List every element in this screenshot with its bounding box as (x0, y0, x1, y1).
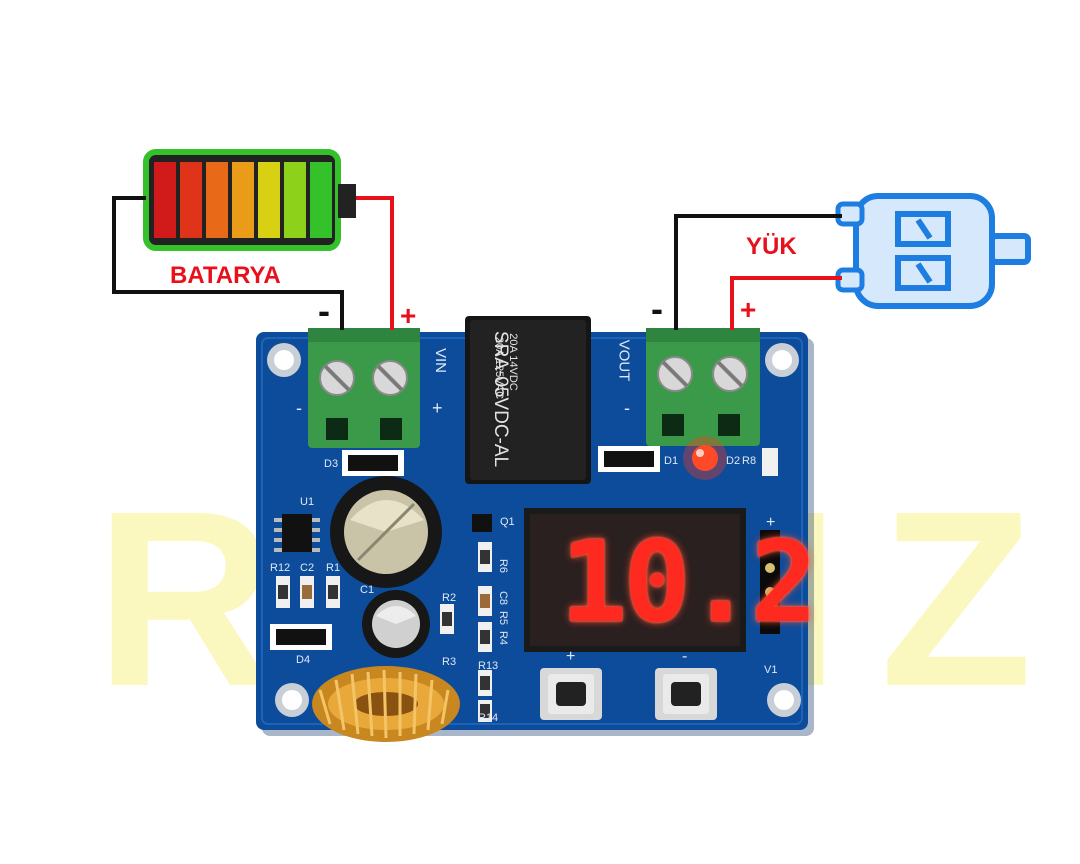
mounting-hole (765, 343, 799, 377)
load-plus-sign: + (740, 294, 757, 325)
display-value: 10.2 (560, 518, 818, 648)
input-terminal-block (308, 328, 420, 448)
silk-d2: D2 (726, 455, 741, 467)
battery-label: BATARYA (170, 262, 281, 289)
silk-u1: U1 (300, 496, 315, 508)
silk-c8: C8 (497, 590, 510, 606)
silk-r14: R14 (478, 712, 499, 724)
output-terminal-block (646, 328, 760, 446)
silk-minus-in: - (296, 398, 302, 418)
motor-icon (835, 193, 1031, 309)
silk-q1: Q1 (500, 516, 515, 528)
silk-r5: R5 (497, 610, 510, 626)
electrolytic-capacitor-large (330, 476, 442, 588)
mounting-hole (267, 343, 301, 377)
relay (465, 316, 591, 484)
silk-r6: R6 (497, 558, 510, 574)
silk-r12: R12 (270, 562, 291, 574)
battery-positive-wire (356, 196, 394, 330)
silk-vin: VIN (432, 347, 450, 374)
battery-minus-sign: - (318, 290, 330, 331)
silk-btn-minus: - (682, 648, 688, 665)
diode-d4 (270, 624, 332, 650)
chip-u1 (274, 514, 320, 552)
load-negative-wire (674, 214, 842, 330)
silk-r13: R13 (478, 660, 499, 672)
battery-icon (143, 149, 356, 251)
silk-r2: R2 (442, 592, 457, 604)
relay-rating-2: 20A 125VAC (493, 336, 505, 400)
battery-plus-sign: + (400, 300, 417, 331)
diode-d3 (342, 450, 404, 476)
resistor-r8 (762, 448, 778, 476)
silk-c2: C2 (300, 562, 315, 574)
silk-minus-out: - (624, 398, 630, 418)
mounting-hole (275, 683, 309, 717)
silk-vout: VOUT (615, 339, 633, 382)
silk-c1: C1 (360, 584, 375, 596)
relay-rating-1: 20A 14VDC (507, 333, 519, 391)
load-minus-sign: - (651, 288, 663, 329)
load-positive-wire (730, 276, 842, 330)
diode-d1 (598, 446, 660, 472)
silk-btn-plus: + (566, 648, 576, 665)
seven-segment-display (524, 508, 746, 652)
smd-components (276, 514, 492, 722)
silk-r4: R4 (497, 630, 510, 646)
silk-d4: D4 (296, 654, 311, 666)
mounting-hole (767, 683, 801, 717)
silk-v1: V1 (764, 664, 778, 676)
push-button-minus (655, 668, 717, 720)
silk-plus-out: + (766, 514, 776, 531)
battery-negative-wire (112, 196, 344, 330)
load-label: YÜK (746, 233, 797, 260)
silk-plus-in: + (432, 398, 443, 418)
header-pins (760, 530, 780, 634)
silk-r8: R8 (742, 455, 757, 467)
silk-d3: D3 (324, 458, 339, 470)
electrolytic-capacitor-c1 (362, 590, 430, 658)
status-led (683, 436, 727, 480)
silk-r3: R3 (442, 656, 457, 668)
silk-d1: D1 (664, 455, 679, 467)
toroid-inductor (312, 666, 460, 742)
push-button-plus (540, 668, 602, 720)
silk-r1: R1 (326, 562, 341, 574)
